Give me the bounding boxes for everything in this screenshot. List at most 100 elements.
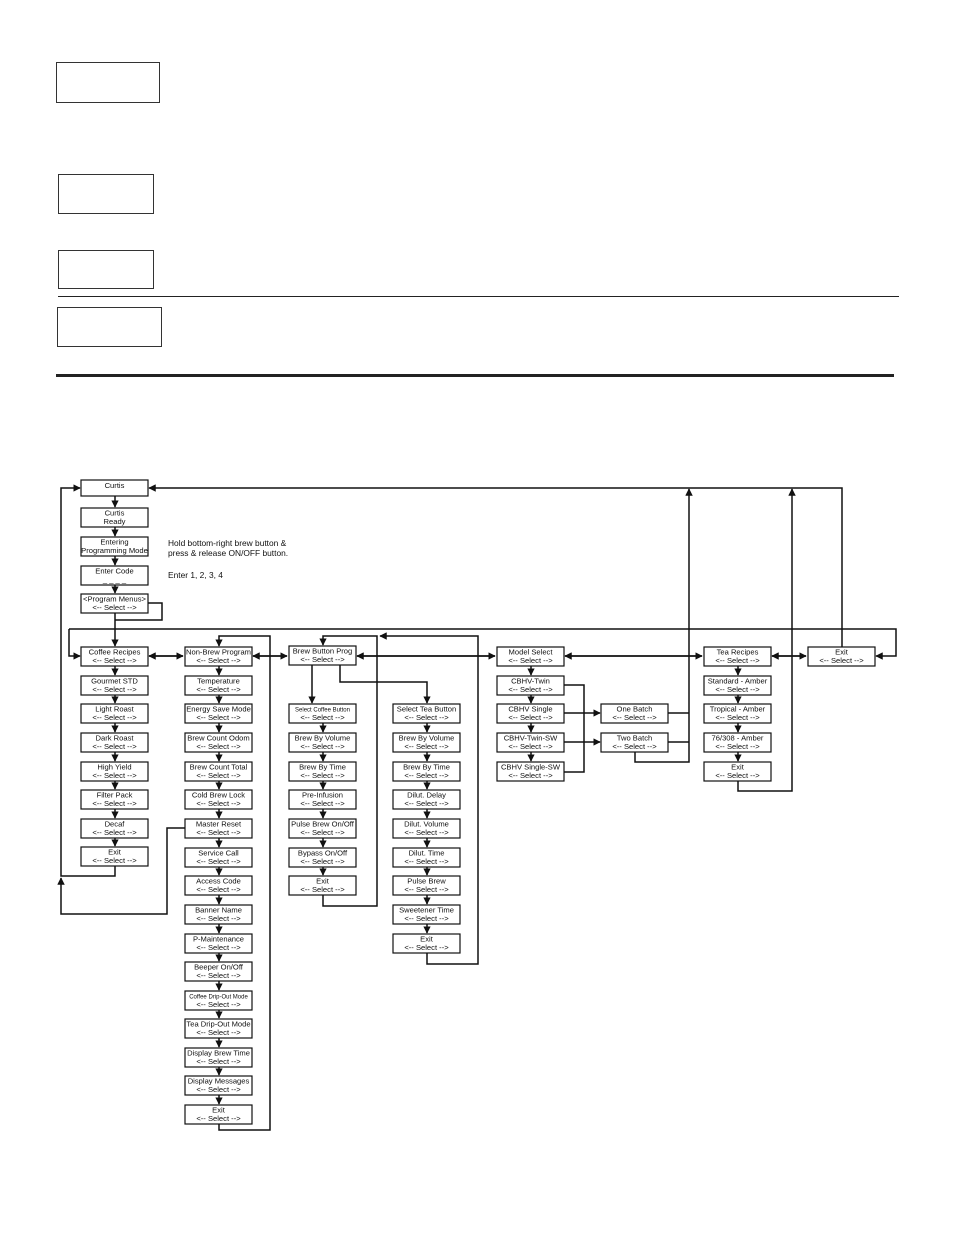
menu-node-model: Model Select<-- Select -->	[496, 646, 565, 667]
menu-node-access: Access Code<-- Select -->	[184, 875, 253, 896]
menu-node-tbtime: Brew By Time<-- Select -->	[392, 761, 461, 782]
menu-node-label: Ready	[104, 517, 126, 526]
menu-node-label: <-- Select -->	[300, 828, 345, 837]
model-bracket	[564, 684, 585, 773]
menu-node-label: Master Reset	[196, 820, 242, 829]
menu-node-label: <-- Select -->	[300, 857, 345, 866]
menu-node-label: Display Brew Time	[187, 1049, 250, 1058]
menu-node-ddelay: Dilut. Delay<-- Select -->	[392, 789, 461, 810]
menu-node-label: Brew By Time	[403, 763, 450, 772]
menu-node-box	[184, 961, 253, 982]
menu-node-preinf: Pre-Infusion<-- Select -->	[288, 789, 357, 810]
menu-node-box	[392, 789, 461, 810]
menu-node-cexit: Exit<-- Select -->	[80, 846, 149, 867]
menu-node-coldlock: Cold Brew Lock<-- Select -->	[184, 789, 253, 810]
menu-node-label: <-- Select -->	[404, 857, 449, 866]
menu-node-temp: Temperature<-- Select -->	[184, 675, 253, 696]
menu-node-tea: Tea Recipes<-- Select -->	[703, 646, 772, 667]
menu-node-label: Pre-Infusion	[302, 791, 343, 800]
menu-node-box	[184, 847, 253, 868]
menu-node-odom: Brew Count Odom<-- Select -->	[184, 732, 253, 753]
menu-node-label: Brew By Time	[299, 763, 346, 772]
menu-node-label: One Batch	[617, 705, 653, 714]
menu-node-label: Filter Pack	[97, 791, 133, 800]
menu-node-label: <-- Select -->	[92, 828, 137, 837]
menu-node-dispbrew: Display Brew Time<-- Select -->	[184, 1047, 253, 1068]
menu-node-box	[80, 593, 149, 614]
menu-node-label: <-- Select -->	[196, 971, 241, 980]
menu-node-label: Select Tea Button	[397, 705, 456, 714]
menu-node-label: <-- Select -->	[300, 799, 345, 808]
note-hold-line-2: press & release ON/OFF button.	[168, 548, 288, 558]
menu-node-box	[392, 933, 461, 954]
menu-node-box	[184, 875, 253, 896]
menu-node-box	[80, 507, 149, 528]
menu-node-label: <-- Select -->	[92, 856, 137, 865]
main-exit-return	[148, 484, 843, 647]
menu-node-label: <-- Select -->	[92, 603, 137, 612]
thick-divider	[56, 374, 894, 377]
menu-node-box	[392, 847, 461, 868]
menu-node-label: <-- Select -->	[404, 742, 449, 751]
menu-node-box	[392, 875, 461, 896]
menu-node-nonbrew: Non-Brew Program<-- Select -->	[184, 646, 253, 667]
menu-node-box	[184, 732, 253, 753]
menu-node-label: Coffee Drip-Out Mode	[189, 995, 248, 1001]
menu-node-label: <-- Select -->	[196, 885, 241, 894]
menu-node-label: <-- Select -->	[404, 828, 449, 837]
menu-node-label: Temperature	[197, 677, 240, 686]
menu-node-label: Exit	[316, 877, 330, 886]
menu-node-label: <-- Select -->	[508, 771, 553, 780]
menu-node-label: Dilut. Delay	[407, 791, 446, 800]
menu-node-label: <-- Select -->	[404, 914, 449, 923]
menu-node-label: 76/308 - Amber	[712, 734, 764, 743]
menu-node-label: Pulse Brew	[407, 877, 446, 886]
menu-node-label: <-- Select -->	[404, 771, 449, 780]
menu-node-label: Enter Code	[95, 567, 133, 576]
menu-node-label: Coffee Recipes	[89, 648, 141, 657]
menu-node-label: Bypass On/Off	[298, 849, 348, 858]
menu-node-nexit: Exit<-- Select -->	[184, 1104, 253, 1125]
menu-node-label: <-- Select -->	[404, 943, 449, 952]
menu-node-box	[80, 479, 149, 497]
menu-node-label: Brew Count Total	[190, 763, 248, 772]
menu-node-box	[184, 1075, 253, 1096]
menu-node-twin: CBHV-Twin<-- Select -->	[496, 675, 565, 696]
menu-node-label: Exit	[835, 648, 849, 657]
menu-node-label: <-- Select -->	[715, 742, 760, 751]
menu-node-label: <-- Select -->	[196, 799, 241, 808]
menu-node-label: <-- Select -->	[404, 799, 449, 808]
menu-node-label: Tropical - Amber	[710, 705, 766, 714]
menu-node-label: Exit	[731, 763, 745, 772]
menu-node-box	[703, 732, 772, 753]
menu-node-gourmet: Gourmet STD<-- Select -->	[80, 675, 149, 696]
menu-node-brewbtn: Brew Button Prog<-- Select -->	[288, 645, 357, 666]
menu-node-label: <-- Select -->	[92, 656, 137, 665]
menu-node-box	[496, 703, 565, 724]
menu-node-box	[80, 565, 149, 586]
menu-node-label: Banner Name	[195, 906, 242, 915]
menu-node-box	[184, 703, 253, 724]
tea-exit-return-line	[737, 488, 796, 792]
menu-node-dvol: Dilut. Volume<-- Select -->	[392, 818, 461, 839]
menu-node-box	[184, 904, 253, 925]
menu-node-label: Brew Count Odom	[187, 734, 249, 743]
menu-node-label: Entering	[100, 538, 128, 547]
menu-node-label: Brew By Volume	[399, 734, 455, 743]
menu-node-dark: Dark Roast<-- Select -->	[80, 732, 149, 753]
menu-node-label: <-- Select -->	[715, 771, 760, 780]
menu-node-box	[392, 732, 461, 753]
menu-node-label: <-- Select -->	[819, 656, 864, 665]
menu-node-label: Cold Brew Lock	[192, 791, 245, 800]
menu-node-coffee: Coffee Recipes<-- Select -->	[80, 646, 149, 667]
menu-node-box	[703, 675, 772, 696]
menu-node-box	[288, 789, 357, 810]
menu-node-box	[600, 732, 669, 753]
menu-node-box	[184, 646, 253, 667]
menu-node-label: <-- Select -->	[508, 713, 553, 722]
menu-node-selcoffee: Select Coffee Button<-- Select -->	[288, 703, 357, 724]
menu-node-box	[184, 789, 253, 810]
menu-node-label: <-- Select -->	[300, 771, 345, 780]
menu-node-label: <-- Select -->	[196, 828, 241, 837]
